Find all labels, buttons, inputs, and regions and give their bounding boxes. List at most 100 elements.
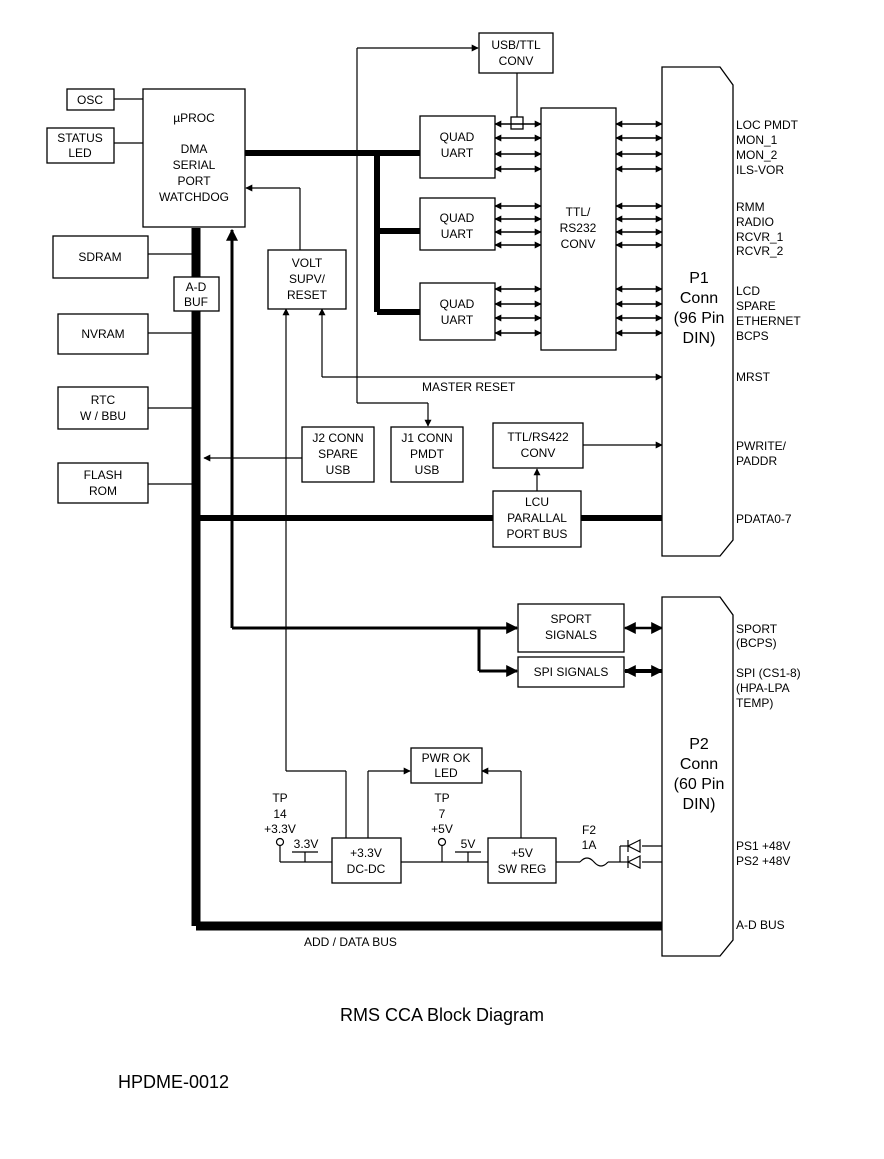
svg-text:CONV: CONV [499,54,534,68]
svg-text:TTL/RS422: TTL/RS422 [507,430,569,444]
p2-pin-labels: SPORT (BCPS) SPI (CS1-8) (HPA-LPA TEMP) … [736,622,801,932]
svg-text:A-D: A-D [186,280,207,294]
svg-text:SW REG: SW REG [498,862,547,876]
quad-uart-3: QUAD UART [419,282,496,341]
sport-signals-block: SPORT SIGNALS [517,603,625,653]
sw-reg-block: +5V SW REG [487,837,557,884]
svg-text:VOLT: VOLT [292,256,323,270]
svg-text:TEMP): TEMP) [736,696,773,710]
svg-text:SDRAM: SDRAM [78,250,121,264]
svg-text:PARALLAL: PARALLAL [507,511,567,525]
document-id: HPDME-0012 [118,1072,230,1092]
svg-text:MON_1: MON_1 [736,133,778,147]
svg-text:USB/TTL: USB/TTL [491,38,541,52]
svg-text:NVRAM: NVRAM [81,327,124,341]
j1-conn-block: J1 CONN PMDT USB [390,426,464,483]
p1-connector: P1 Conn (96 Pin DIN) [661,66,734,557]
svg-text:QUAD: QUAD [440,297,475,311]
diode-icons [626,839,641,869]
thin-wires [203,44,663,867]
adbuf-block: A-D BUF [173,276,220,312]
svg-text:PS1 +48V: PS1 +48V [736,839,790,853]
svg-text:RESET: RESET [287,288,328,302]
svg-text:A-D BUS: A-D BUS [736,918,785,932]
svg-text:DMA: DMA [181,142,208,156]
volt-supv-block: VOLT SUPV/ RESET [267,249,347,310]
add-data-bus [191,228,664,931]
svg-text:SUPV/: SUPV/ [289,272,326,286]
svg-text:SPI SIGNALS: SPI SIGNALS [534,665,609,679]
svg-text:OSC: OSC [77,93,103,107]
svg-text:TTL/: TTL/ [566,205,591,219]
svg-text:14: 14 [273,807,287,821]
svg-text:LCU: LCU [525,495,549,509]
ttl-rs422-conv-block: TTL/RS422 CONV [492,422,584,469]
svg-text:DC-DC: DC-DC [347,862,386,876]
svg-text:SPARE: SPARE [736,299,776,313]
svg-text:SPARE: SPARE [318,447,358,461]
svg-text:QUAD: QUAD [440,130,475,144]
usb-tap [510,116,524,130]
v33-label: 3.3V [294,837,319,851]
svg-text:WATCHDOG: WATCHDOG [159,190,229,204]
add-data-bus-label: ADD / DATA BUS [304,935,397,949]
svg-text:PS2 +48V: PS2 +48V [736,854,790,868]
svg-text:P1: P1 [689,270,709,287]
svg-text:RCVR_2: RCVR_2 [736,244,784,258]
svg-text:LED: LED [434,766,458,780]
nvram-block: NVRAM [57,313,149,355]
svg-text:SPI (CS1-8): SPI (CS1-8) [736,666,801,680]
quad-uart-1: QUAD UART [419,115,496,179]
svg-text:CONV: CONV [561,237,596,251]
svg-text:USB: USB [415,463,440,477]
svg-text:BUF: BUF [184,295,208,309]
v5-label: 5V [461,837,476,851]
svg-text:RMM: RMM [736,200,765,214]
svg-text:PADDR: PADDR [736,454,777,468]
fuse-label: F2 1A [582,823,597,852]
svg-text:DIN): DIN) [683,796,716,813]
svg-text:RADIO: RADIO [736,215,774,229]
svg-text:TP: TP [272,791,287,805]
tp14-icon [275,837,285,847]
svg-text:ROM: ROM [89,484,117,498]
svg-text:1A: 1A [582,838,597,852]
sdram-block: SDRAM [52,235,149,279]
lcu-parallel-port-block: LCU PARALLAL PORT BUS [492,490,582,548]
svg-text:Conn: Conn [680,290,718,307]
uproc-block: µPROC DMA SERIAL PORT WATCHDOG [142,88,246,228]
svg-text:PWR OK: PWR OK [422,751,471,765]
svg-text:F2: F2 [582,823,596,837]
svg-text:STATUS: STATUS [57,131,103,145]
svg-text:ETHERNET: ETHERNET [736,314,801,328]
svg-text:SERIAL: SERIAL [173,158,216,172]
svg-text:PWRITE/: PWRITE/ [736,439,787,453]
svg-text:J2 CONN: J2 CONN [312,431,363,445]
svg-text:LCD: LCD [736,284,760,298]
uart-rs232-links [494,120,542,337]
svg-text:QUAD: QUAD [440,211,475,225]
p2-connector: P2 Conn (60 Pin DIN) [661,596,734,957]
svg-text:RTC: RTC [91,393,116,407]
quad-uart-2: QUAD UART [419,197,496,251]
svg-text:PORT: PORT [177,174,211,188]
status-led-block: STATUS LED [46,127,115,164]
rs232-p1-links [615,120,663,337]
svg-text:(HPA-LPA: (HPA-LPA [736,681,790,695]
svg-text:USB: USB [326,463,351,477]
svg-text:FLASH: FLASH [84,468,123,482]
svg-text:LED: LED [68,146,92,160]
pwr-ok-led-block: PWR OK LED [410,747,483,784]
osc-block: OSC [66,88,115,111]
svg-text:PMDT: PMDT [410,447,445,461]
svg-text:MON_2: MON_2 [736,148,778,162]
svg-text:PDATA0-7: PDATA0-7 [736,512,792,526]
svg-text:SPORT: SPORT [550,612,592,626]
svg-text:UART: UART [441,146,474,160]
svg-text:BCPS: BCPS [736,329,769,343]
spi-signals-block: SPI SIGNALS [517,656,625,688]
svg-text:(BCPS): (BCPS) [736,636,777,650]
svg-text:MRST: MRST [736,370,771,384]
svg-text:+3.3V: +3.3V [264,822,296,836]
tp7-icon [437,837,447,847]
